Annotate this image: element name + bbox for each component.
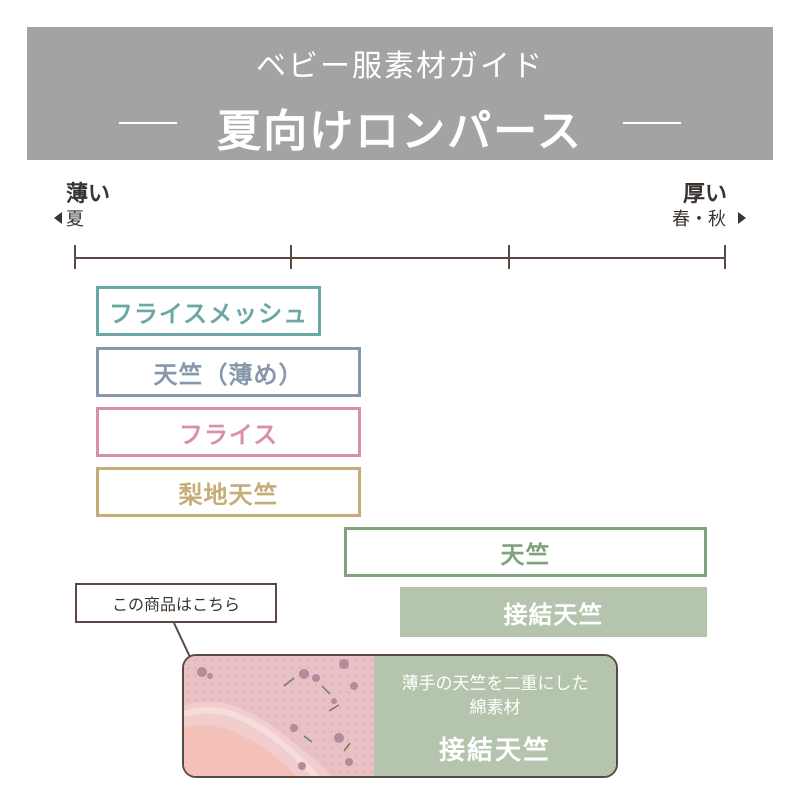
header-subtitle: ベビー服素材ガイド: [256, 49, 544, 84]
fabric-nashiji-tenjiku: 梨地天竺: [96, 467, 361, 517]
callout-pointer-icon: [173, 622, 191, 658]
fabric-setsuketsu-tenjiku: 接結天竺: [400, 587, 707, 637]
product-desc-line1: 薄手の天竺を二重にした: [401, 674, 589, 694]
fabric-fraise: フライス: [96, 407, 361, 457]
fabric-label: 天竺: [500, 540, 551, 569]
product-info-panel: 薄手の天竺を二重にした 綿素材 接結天竺: [374, 656, 616, 776]
callout-text: この商品はこちら: [111, 595, 240, 614]
fabric-tenjiku: 天竺: [344, 527, 707, 577]
arrow-left-icon: [54, 212, 62, 224]
spring-autumn-label: 春・秋: [672, 209, 726, 230]
product-desc-line2: 綿素材: [469, 698, 521, 718]
fabric-label: 天竺（薄め）: [153, 360, 304, 389]
fabric-photo: [184, 656, 374, 776]
thickness-axis: [75, 257, 726, 259]
header-title: 夏向けロンパース: [217, 106, 583, 157]
fabric-label: フライスメッシュ: [108, 299, 309, 328]
product-fabric-name: 接結天竺: [438, 736, 551, 766]
product-card[interactable]: 薄手の天竺を二重にした 綿素材 接結天竺: [182, 654, 618, 778]
fabric-tenjiku-thin: 天竺（薄め）: [96, 347, 361, 397]
summer-label: 夏: [66, 209, 84, 230]
arrow-right-icon: [738, 212, 746, 224]
fabric-fraise-mesh: フライスメッシュ: [96, 286, 321, 336]
axis-tick: [74, 245, 76, 269]
header-banner: ベビー服素材ガイド 夏向けロンパース: [27, 27, 773, 160]
floral-fabric-image: [184, 656, 374, 776]
axis-tick: [724, 245, 726, 269]
fabric-label: 接結天竺: [503, 600, 604, 629]
axis-tick: [290, 245, 292, 269]
axis-tick: [508, 245, 510, 269]
header-dash-left: [119, 122, 177, 124]
callout-this-product: この商品はこちら: [75, 583, 277, 623]
header-dash-right: [623, 122, 681, 124]
thick-label: 厚い: [683, 182, 728, 207]
thin-label: 薄い: [66, 182, 111, 207]
fabric-label: フライス: [178, 420, 279, 449]
fabric-label: 梨地天竺: [178, 480, 279, 509]
product-description: 薄手の天竺を二重にした 綿素材: [374, 672, 616, 720]
